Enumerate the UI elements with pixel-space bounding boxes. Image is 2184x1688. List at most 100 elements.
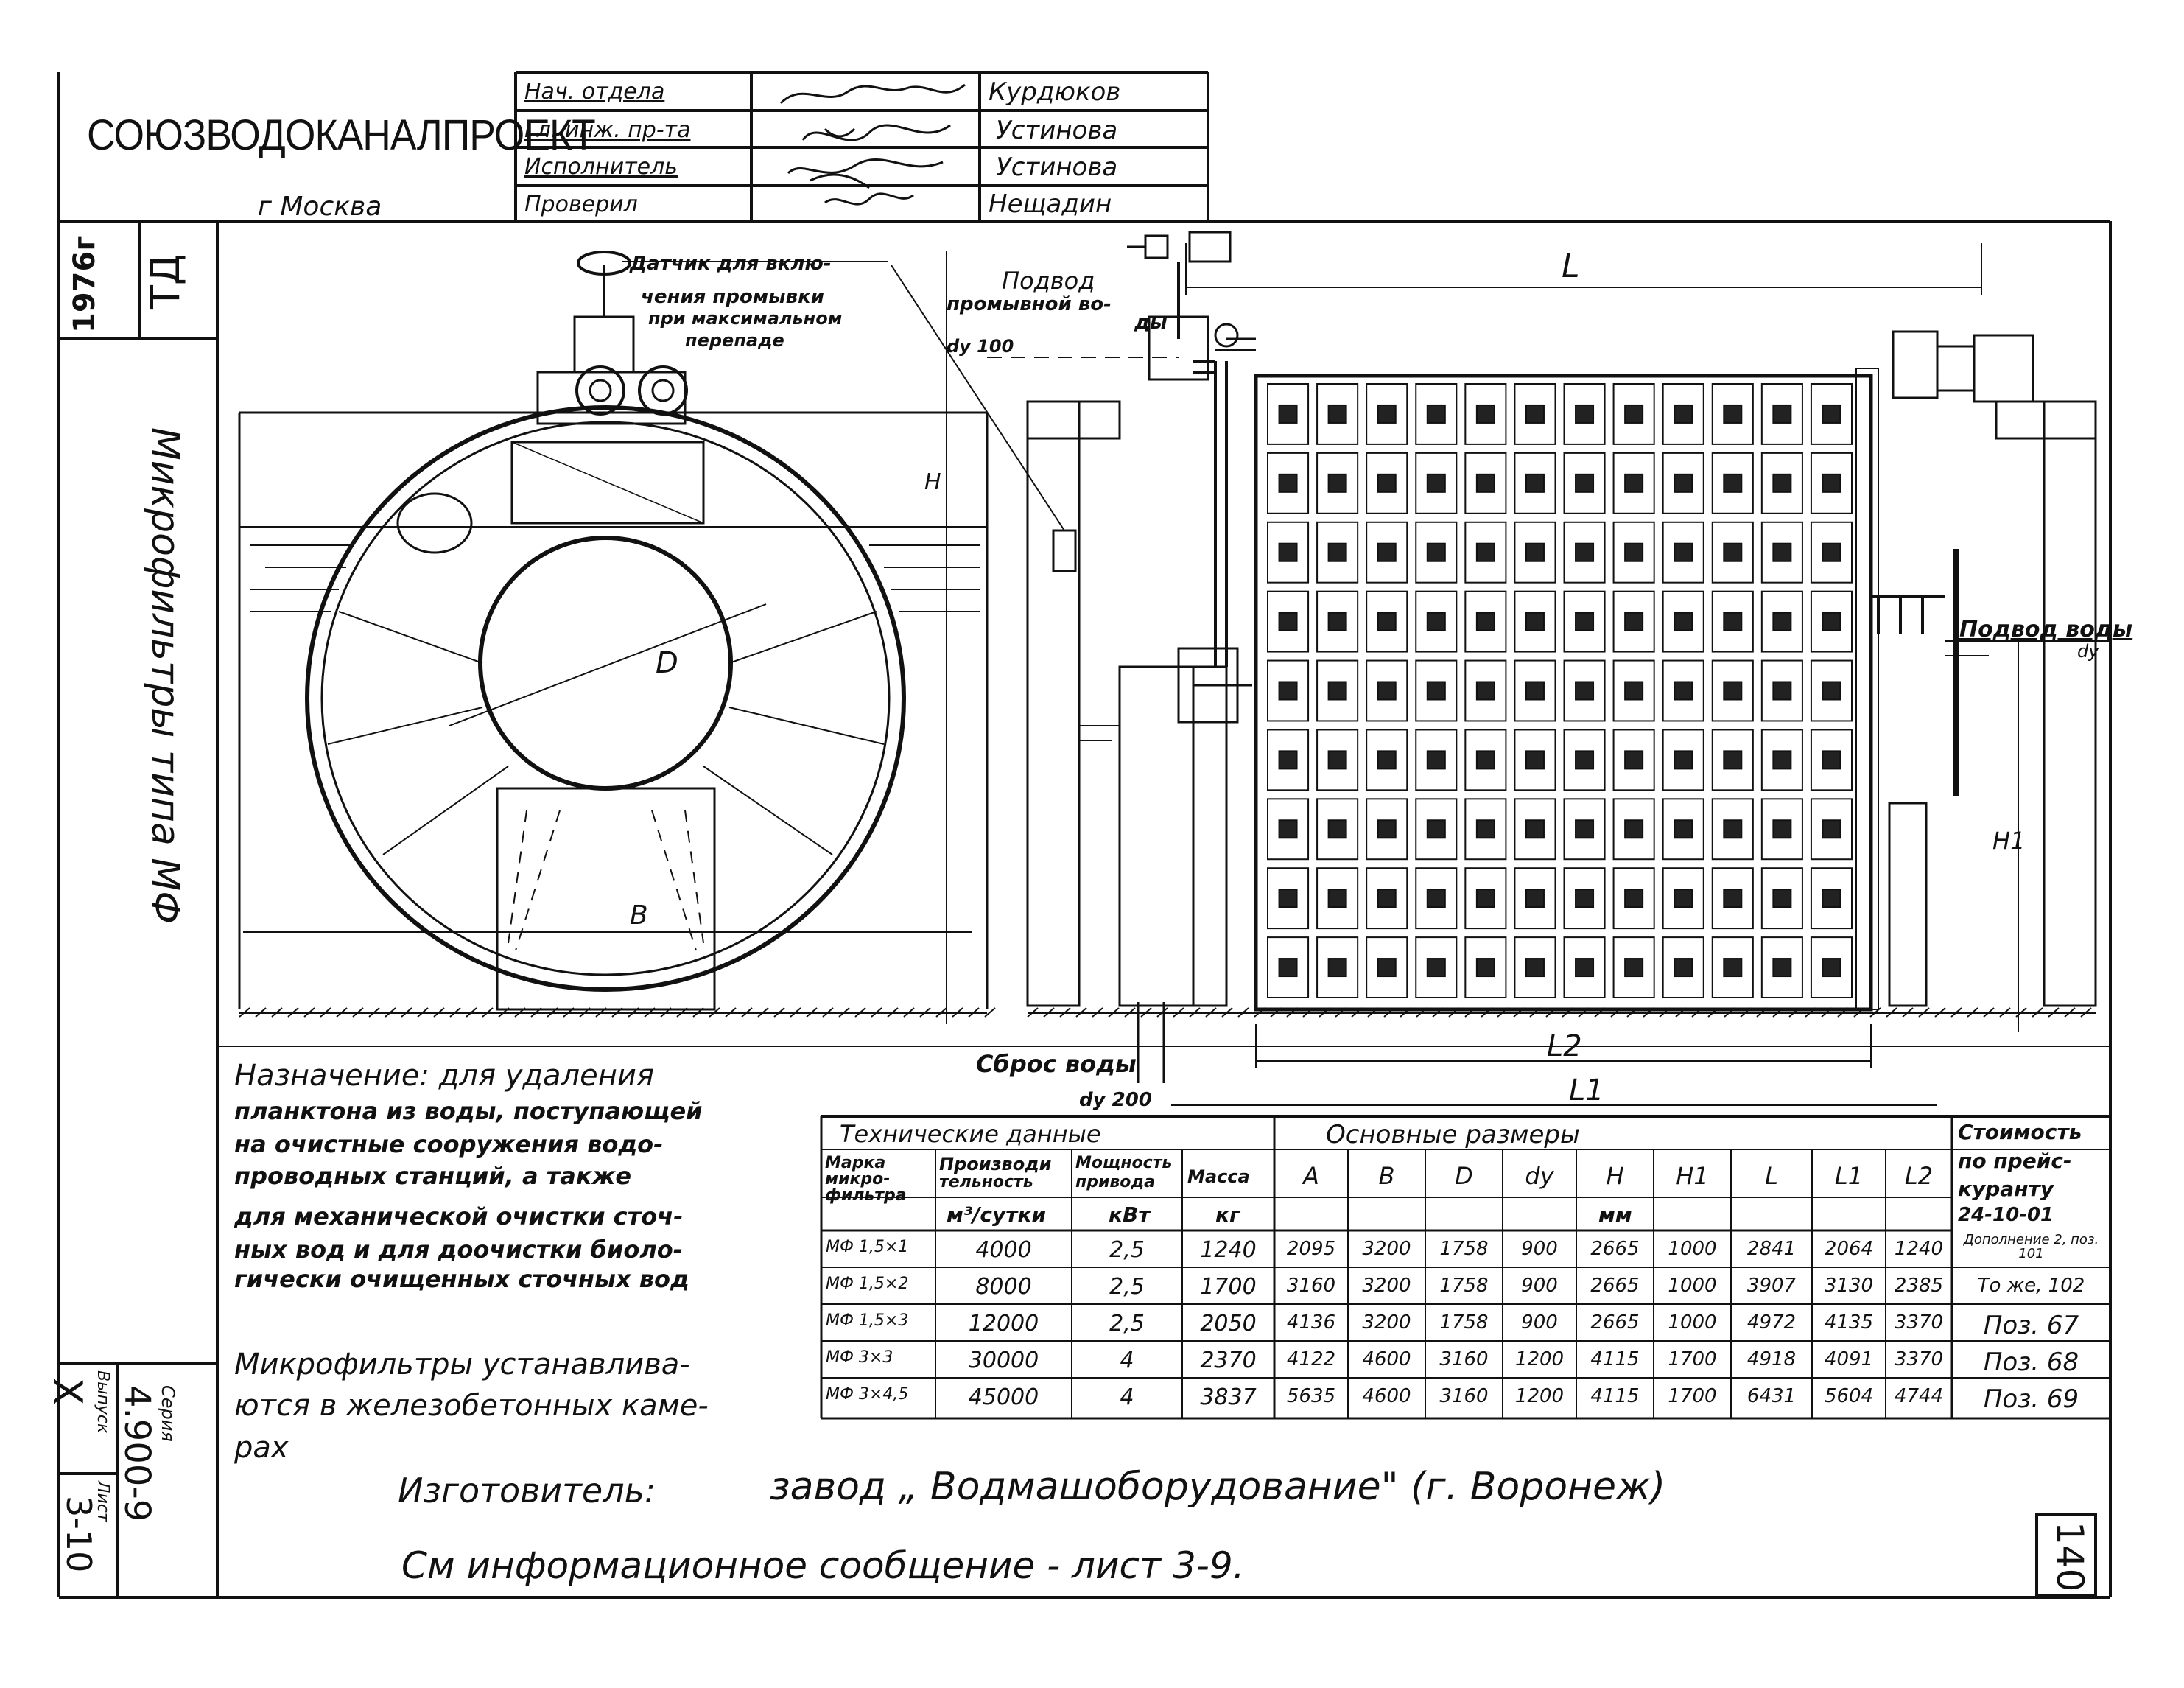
table-cell: 4972 — [1746, 1311, 1797, 1334]
ground-hatch — [838, 1007, 850, 1018]
drum-panel — [1316, 452, 1359, 514]
drum-panel — [1316, 659, 1359, 722]
drum-panel — [1464, 936, 1507, 998]
ground-hatch — [676, 1007, 688, 1018]
drum-mesh — [1426, 889, 1446, 908]
th-mark-2: микро- — [825, 1170, 891, 1188]
table-cell: 12000 — [968, 1311, 1039, 1337]
drum-mesh — [1624, 889, 1644, 908]
sensor-label-4: перепаде — [685, 330, 784, 351]
ground-hatch — [1886, 1007, 1897, 1018]
role-chief-engineer: Гл. инж. пр-та — [524, 117, 691, 143]
table-cell: 2050 — [1200, 1311, 1257, 1337]
drum-mesh — [1822, 542, 1841, 562]
drum-mesh — [1822, 681, 1841, 701]
table-cell: 4000 — [975, 1237, 1032, 1263]
drum-mesh — [1426, 473, 1446, 493]
drum-panel — [1760, 383, 1803, 445]
drum-panel — [1514, 452, 1556, 514]
name-checker: Нещадин — [989, 189, 1112, 219]
th-mass: Масса — [1187, 1166, 1250, 1187]
drum-panel — [1464, 521, 1507, 584]
ground-hatch — [2015, 1007, 2027, 1018]
issue-label: Выпуск — [94, 1370, 112, 1434]
drum-panel — [1464, 729, 1507, 791]
table-cell: То же, 102 — [1977, 1275, 2085, 1297]
table-cell: 3370 — [1894, 1311, 1944, 1334]
drum-mesh — [1723, 681, 1743, 701]
drum-panel — [1267, 936, 1310, 998]
drum-mesh — [1674, 681, 1693, 701]
drum-mesh — [1525, 681, 1545, 701]
table-cell: 2665 — [1590, 1275, 1640, 1297]
table-cell: 4918 — [1746, 1348, 1797, 1370]
table-cell: 2064 — [1824, 1238, 1874, 1260]
table-cell: 1758 — [1439, 1275, 1489, 1297]
table-cell: 2095 — [1286, 1238, 1336, 1260]
ground-hatch — [1286, 1007, 1298, 1018]
purpose-line-6: ных вод и для доочистки биоло- — [234, 1236, 684, 1264]
table-cell: МФ 1,5×1 — [826, 1238, 909, 1256]
drum-mesh — [1575, 819, 1595, 839]
table-cell: 4600 — [1362, 1385, 1411, 1407]
ground-hatch — [1351, 1007, 1363, 1018]
drum-mesh — [1377, 612, 1397, 631]
ground-hatch — [1383, 1007, 1395, 1018]
ground-hatch — [1140, 1007, 1152, 1018]
role-executor: Исполнитель — [524, 154, 678, 180]
ground-hatch — [417, 1007, 429, 1018]
table-cell: 1000 — [1668, 1311, 1717, 1334]
drum-panel — [1316, 729, 1359, 791]
drum-mesh — [1674, 404, 1693, 424]
drum-panel — [1711, 659, 1754, 722]
sensor-label-1: Датчик для вклю- — [630, 253, 832, 275]
th-dim-l1: L1 — [1834, 1162, 1864, 1190]
name-chief-engineer: Устинова — [996, 116, 1118, 145]
code-label: ТД — [142, 253, 189, 309]
drum-panel — [1662, 867, 1704, 930]
ground-hatch — [1821, 1007, 1833, 1018]
ground-hatch — [433, 1007, 445, 1018]
ground-hatch — [1837, 1007, 1849, 1018]
ground-hatch — [1934, 1007, 1946, 1018]
install-line-2: ются в железобетонных каме- — [234, 1389, 709, 1423]
drum-panel — [1514, 867, 1556, 930]
ground-hatch — [1173, 1007, 1184, 1018]
drum-panel — [1810, 452, 1853, 514]
table-cell: 3200 — [1362, 1275, 1411, 1297]
table-cell: Дополнение 2, поз. 101 — [1963, 1232, 2099, 1261]
drum-panel — [1662, 936, 1704, 998]
ground-hatch — [1578, 1007, 1590, 1018]
ground-hatch — [806, 1007, 818, 1018]
drum-mesh — [1575, 681, 1595, 701]
drum-mesh — [1674, 750, 1693, 770]
drum-panel — [1760, 521, 1803, 584]
unit-prod: м³/сутки — [947, 1202, 1047, 1227]
ground-hatch — [1400, 1007, 1411, 1018]
table-group-tech: Технические данные — [840, 1120, 1101, 1148]
ground-hatch — [773, 1007, 785, 1018]
th-prod-1: Производи — [939, 1154, 1052, 1174]
ground-hatch — [287, 1007, 299, 1018]
table-cell: 3160 — [1286, 1275, 1336, 1297]
drum-mesh — [1624, 612, 1644, 631]
install-line-1: Микрофильтры устанавлива- — [234, 1348, 690, 1381]
series-label: Серия — [158, 1385, 178, 1442]
role-head-of-dept: Нач. отдела — [524, 79, 665, 105]
table-cell: 900 — [1521, 1275, 1558, 1297]
name-executor: Устинова — [996, 153, 1118, 182]
drum-panel — [1711, 452, 1754, 514]
drum-panel — [1366, 521, 1408, 584]
drum-panel — [1612, 867, 1655, 930]
discharge-dy-label: dy 200 — [1079, 1089, 1152, 1111]
drum-panel — [1316, 590, 1359, 653]
drum-mesh — [1327, 750, 1347, 770]
drum-mesh — [1426, 681, 1446, 701]
drum-panel — [1662, 590, 1704, 653]
drum-mesh — [1475, 750, 1495, 770]
ground-hatch — [1869, 1007, 1881, 1018]
drum-panel — [1563, 798, 1606, 861]
drum-panel — [1810, 659, 1853, 722]
drum-panel — [1514, 936, 1556, 998]
ground-hatch — [1853, 1007, 1865, 1018]
